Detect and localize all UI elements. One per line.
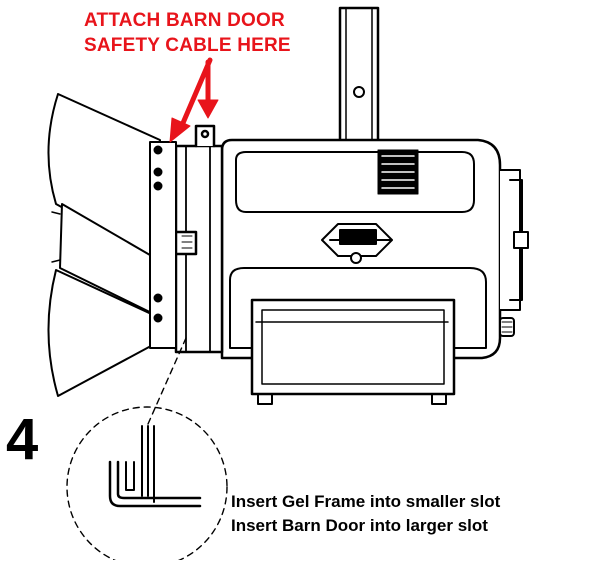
detail-magnifier — [66, 406, 228, 565]
instruction-line-1: Insert Gel Frame into smaller slot — [231, 492, 501, 511]
detail-leader — [147, 337, 187, 425]
instruction-line-2: Insert Barn Door into larger slot — [231, 516, 488, 535]
barn-doors — [47, 93, 177, 397]
callout-line-2: SAFETY CABLE HERE — [84, 35, 291, 56]
instruction-text: Insert Gel Frame into smaller slot Inser… — [231, 490, 500, 538]
callout-line-1: ATTACH BARN DOOR — [84, 10, 285, 31]
arrow-icon — [169, 57, 219, 143]
accessory-holder — [174, 124, 224, 354]
rear-panel — [499, 169, 529, 337]
step-number: 4 — [6, 407, 39, 472]
safety-cable-callout: ATTACH BARN DOOR SAFETY CABLE HERE — [84, 8, 334, 58]
cooling-fins — [377, 149, 419, 195]
fixture-housing — [220, 138, 502, 405]
yoke-lock-knob — [321, 223, 393, 264]
